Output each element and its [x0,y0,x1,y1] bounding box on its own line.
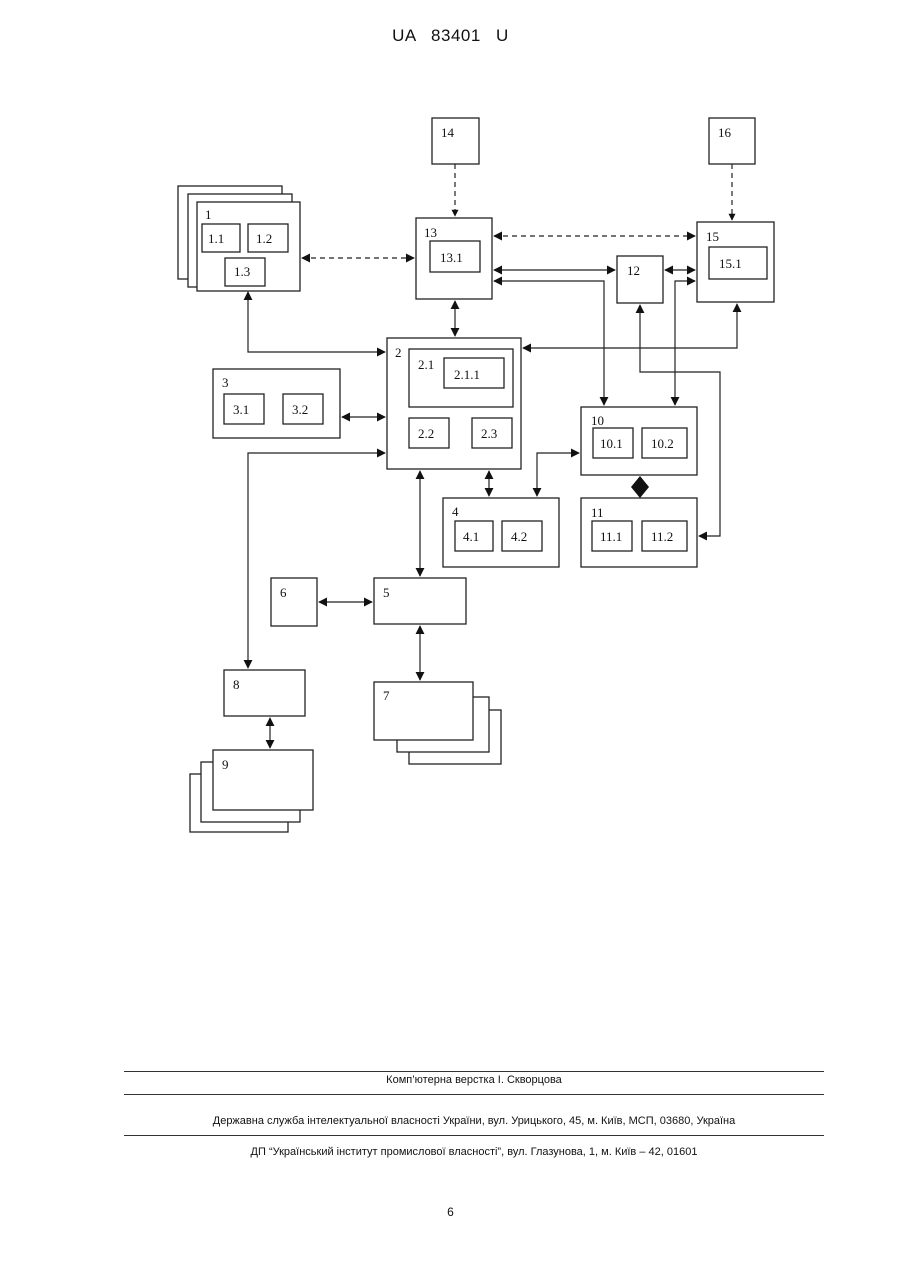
footer-divider-bottom [124,1135,824,1136]
footer-divider-top [124,1071,824,1072]
label-5: 5 [383,585,390,600]
connector-2-15 [523,304,737,348]
block-12 [617,256,663,303]
label-2-3: 2.3 [481,426,497,441]
label-16: 16 [718,125,732,140]
block-2 [387,338,521,469]
label-1-2: 1.2 [256,231,272,246]
label-4: 4 [452,504,459,519]
block-9 [190,750,313,832]
label-3-1: 3.1 [233,402,249,417]
block-6 [271,578,317,626]
label-15-1: 15.1 [719,256,742,271]
label-11-1: 11.1 [600,529,622,544]
label-3: 3 [222,375,229,390]
page-number: 6 [0,1205,901,1219]
label-2-2: 2.2 [418,426,434,441]
connector-2-8 [248,453,385,668]
footer-divider-middle [124,1094,824,1095]
block-7 [374,682,501,764]
footer-agency: Державна служба інтелектуальної власност… [124,1115,824,1127]
footer-typesetting: Комп’ютерна верстка І. Скворцова [124,1074,824,1086]
label-7: 7 [383,688,390,703]
label-8: 8 [233,677,240,692]
label-11: 11 [591,505,604,520]
label-10-1: 10.1 [600,436,623,451]
connector-10-4 [537,453,579,496]
label-14: 14 [441,125,455,140]
label-3-2: 3.2 [292,402,308,417]
label-2: 2 [395,345,402,360]
label-12: 12 [627,263,640,278]
connector-15-10 [675,281,695,405]
label-1-3: 1.3 [234,264,250,279]
label-4-2: 4.2 [511,529,527,544]
label-10: 10 [591,413,604,428]
label-1-1: 1.1 [208,231,224,246]
connector-10-11 [631,476,649,498]
block-16 [709,118,755,164]
label-4-1: 4.1 [463,529,479,544]
block-4 [443,498,559,567]
label-13: 13 [424,225,437,240]
label-1: 1 [205,207,212,222]
footer-institute: ДП “Український інститут промислової вла… [124,1146,824,1158]
label-6: 6 [280,585,287,600]
label-11-2: 11.2 [651,529,673,544]
label-2-1: 2.1 [418,357,434,372]
label-15: 15 [706,229,719,244]
label-2-1-1: 2.1.1 [454,367,480,382]
block-14 [432,118,479,164]
block-diagram: 1 1.1 1.2 1.3 2 2.1 2.1.1 2.2 2.3 3 3.1 … [0,0,901,900]
label-13-1: 13.1 [440,250,463,265]
label-9: 9 [222,757,229,772]
connector-1-2 [248,292,385,352]
label-10-2: 10.2 [651,436,674,451]
